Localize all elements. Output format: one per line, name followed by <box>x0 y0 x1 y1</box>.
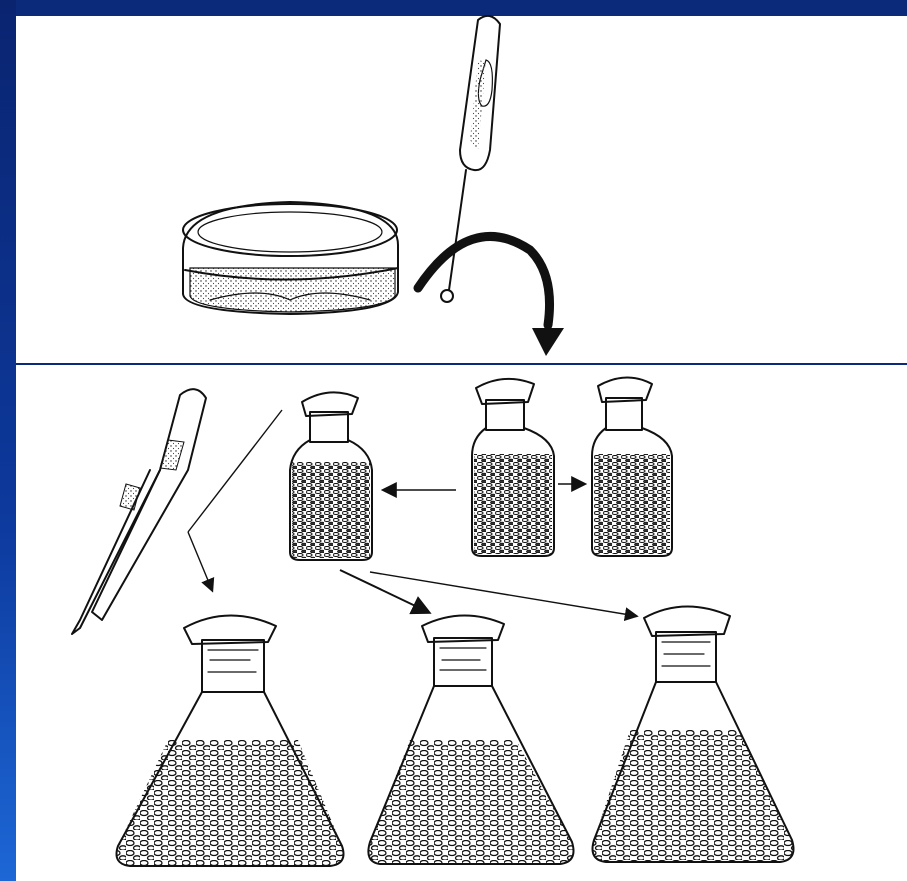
arrow-to-flask-right <box>370 572 636 616</box>
petri-dish <box>183 202 398 314</box>
forceps <box>72 389 206 634</box>
arrow-to-flask-middle <box>340 570 428 612</box>
seed-bottle-middle <box>472 379 554 556</box>
grain-flask-left <box>117 615 344 866</box>
arrow-to-flask-left <box>188 532 212 590</box>
seed-bottle-right <box>592 377 672 556</box>
transfer-arrow <box>418 236 564 356</box>
seed-bottle-left <box>290 392 372 560</box>
grain-flask-right <box>593 606 794 862</box>
inoculation-loop <box>441 16 500 302</box>
grain-flask-middle <box>368 615 573 864</box>
arrow-line-to-forceps <box>188 410 282 532</box>
